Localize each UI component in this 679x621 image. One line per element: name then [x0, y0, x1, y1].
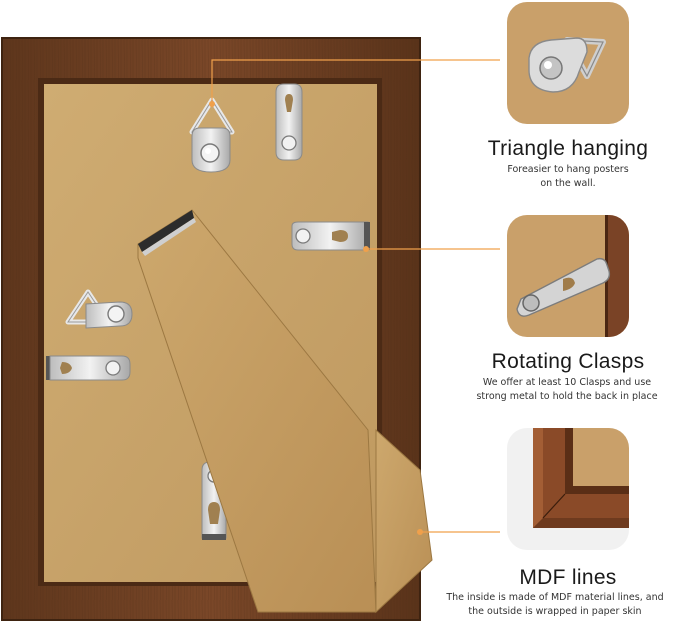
description-line: Foreasier to hang posters [507, 164, 629, 175]
triangle-hanger-left [65, 289, 133, 329]
callout-lines [209, 59, 500, 535]
easel-stand [137, 209, 433, 614]
feature-title-mdf-lines: MDF lines [519, 566, 617, 589]
feature-title-rotating-clasps: Rotating Clasps [491, 350, 645, 373]
triangle-hanger-thumbnail [507, 2, 629, 124]
frame-corner-thumbnail [507, 428, 629, 550]
description-line: on the wall. [540, 178, 596, 189]
clasp-right [291, 221, 370, 251]
description-line: strong metal to hold the back in place [476, 391, 658, 402]
clasp-left [46, 355, 131, 381]
description-line: The inside is made of MDF material lines… [446, 592, 664, 603]
description-line: the outside is wrapped in paper skin [468, 606, 642, 617]
triangle-hanger-icon [507, 2, 629, 124]
feature-title-triangle-hanging: Triangle hanging [487, 137, 649, 160]
feature-description-rotating-clasps: We offer at least 10 Clasps and use stro… [437, 376, 679, 404]
description-line: We offer at least 10 Clasps and use [482, 377, 652, 388]
rotating-clasp-icon [507, 215, 629, 337]
triangle-hanger-top [189, 97, 235, 173]
feature-description-triangle-hanging: Foreasier to hang posters on the wall. [453, 163, 679, 191]
rotating-clasp-thumbnail [507, 215, 629, 337]
keyhole-clasp-top [275, 83, 303, 161]
frame-corner-icon [507, 428, 629, 550]
feature-description-mdf-lines: The inside is made of MDF material lines… [432, 591, 678, 619]
